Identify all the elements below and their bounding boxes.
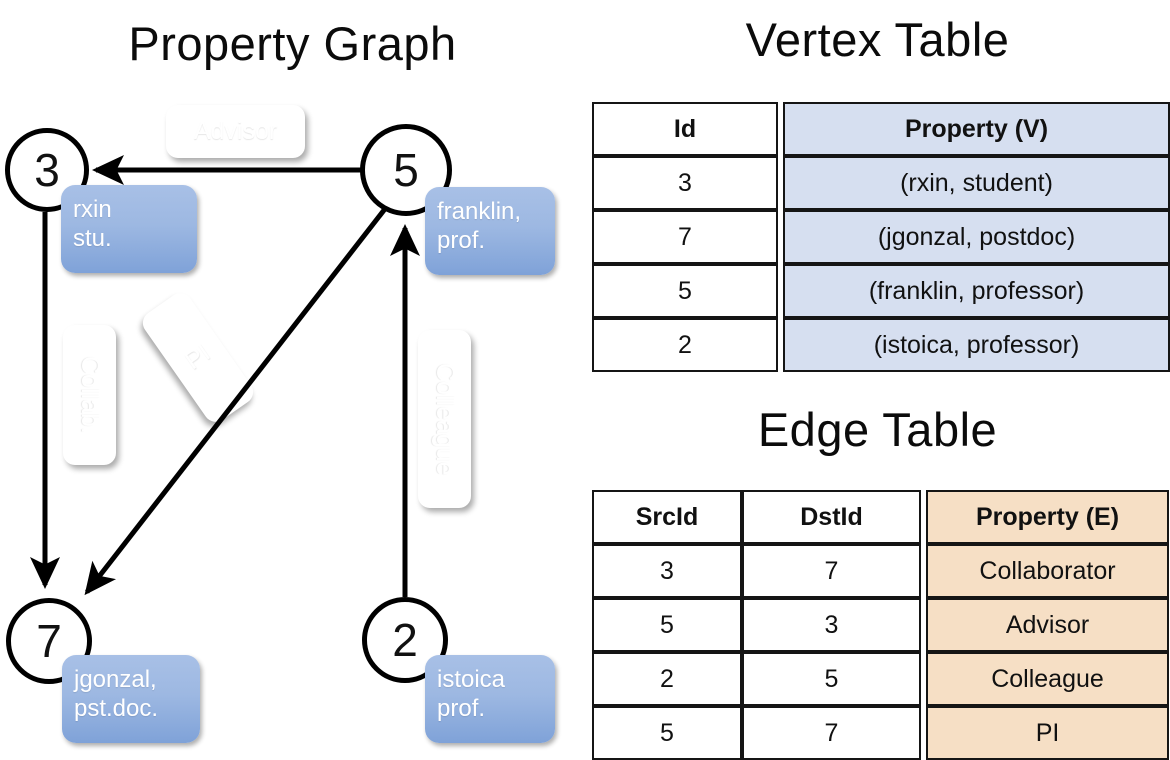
- table-row: 5 7 PI: [592, 706, 1169, 760]
- graph-node-7-label: 7: [36, 615, 62, 667]
- vertex-cell-property: (rxin, student): [783, 156, 1170, 210]
- edge-label-collab-text: Collab.: [76, 356, 104, 434]
- edge-label-colleague[interactable]: Colleague: [418, 330, 471, 508]
- vertex-cell-id: 7: [592, 210, 778, 264]
- node-property-rxin-line1: rxin: [73, 196, 112, 223]
- table-row: 5 (franklin, professor): [592, 264, 1170, 318]
- edge-5-to-7: [84, 203, 390, 596]
- node-property-box-franklin[interactable]: franklin, prof.: [425, 187, 555, 275]
- edge-cell-property: PI: [926, 706, 1169, 760]
- graph-node-3-label: 3: [34, 144, 60, 196]
- edge-cell-property: Collaborator: [926, 544, 1169, 598]
- edge-cell-property: Advisor: [926, 598, 1169, 652]
- property-graph-panel: Property Graph 3 5 7 2: [5, 17, 555, 743]
- node-property-istoica-line1: istoica: [437, 666, 506, 693]
- vertex-table-header-row: Id Property (V): [592, 102, 1170, 156]
- edge-table-header-srcid: SrcId: [592, 490, 742, 544]
- page-title-edge-table: Edge Table: [757, 403, 998, 456]
- edge-cell-srcid: 5: [592, 598, 742, 652]
- node-property-istoica-line2: prof.: [437, 695, 486, 723]
- edge-table: SrcId DstId Property (E) 3 7 Collaborato…: [592, 490, 1169, 760]
- page-title-property-graph: Property Graph: [128, 17, 457, 70]
- vertex-cell-property: (franklin, professor): [783, 264, 1170, 318]
- node-property-box-istoica[interactable]: istoica prof.: [425, 655, 555, 743]
- edge-cell-dstid: 7: [742, 544, 921, 598]
- vertex-table-header-id: Id: [592, 102, 778, 156]
- vertex-cell-id: 5: [592, 264, 778, 318]
- node-property-franklin-line1: franklin,: [437, 198, 522, 225]
- graph-edges-svg: [30, 155, 420, 597]
- edge-label-advisor-text: Advisor: [193, 117, 278, 145]
- edge-cell-srcid: 5: [592, 706, 742, 760]
- vertex-cell-id: 2: [592, 318, 778, 372]
- vertex-table: Id Property (V) 3 (rxin, student) 7 (jgo…: [592, 102, 1170, 372]
- edge-cell-srcid: 2: [592, 652, 742, 706]
- edge-table-header-row: SrcId DstId Property (E): [592, 490, 1169, 544]
- node-property-box-jgonzal[interactable]: jgonzal, pst.doc.: [62, 655, 200, 743]
- edge-cell-dstid: 5: [742, 652, 921, 706]
- graph-node-5-label: 5: [393, 144, 419, 196]
- node-property-box-rxin[interactable]: rxin stu.: [61, 185, 197, 273]
- edge-label-advisor[interactable]: Advisor: [166, 105, 305, 158]
- graph-node-5[interactable]: 5: [360, 124, 452, 216]
- page-title-vertex-table: Vertex Table: [745, 13, 1010, 66]
- edge-cell-srcid: 3: [592, 544, 742, 598]
- edge-table-header-property: Property (E): [926, 490, 1169, 544]
- node-property-franklin-line2: prof.: [437, 227, 486, 255]
- vertex-cell-property: (jgonzal, postdoc): [783, 210, 1170, 264]
- table-row: 2 (istoica, professor): [592, 318, 1170, 372]
- edge-cell-property: Colleague: [926, 652, 1169, 706]
- edge-cell-dstid: 3: [742, 598, 921, 652]
- node-property-rxin-line2: stu.: [73, 225, 112, 253]
- graph-node-2-label: 2: [392, 614, 418, 666]
- table-row: 7 (jgonzal, postdoc): [592, 210, 1170, 264]
- table-row: 2 5 Colleague: [592, 652, 1169, 706]
- edge-label-pi-text: PI: [180, 338, 216, 376]
- edge-label-collab[interactable]: Collab.: [63, 325, 116, 465]
- edge-label-colleague-text: Colleague: [431, 362, 459, 476]
- vertex-cell-id: 3: [592, 156, 778, 210]
- vertex-table-header-property: Property (V): [783, 102, 1170, 156]
- edge-table-header-dstid: DstId: [742, 490, 921, 544]
- table-row: 3 (rxin, student): [592, 156, 1170, 210]
- vertex-cell-property: (istoica, professor): [783, 318, 1170, 372]
- node-property-jgonzal-line1: jgonzal,: [74, 666, 157, 693]
- table-row: 3 7 Collaborator: [592, 544, 1169, 598]
- table-row: 5 3 Advisor: [592, 598, 1169, 652]
- node-property-jgonzal-line2: pst.doc.: [74, 695, 159, 723]
- edge-cell-dstid: 7: [742, 706, 921, 760]
- graph-node-2[interactable]: 2: [362, 597, 448, 683]
